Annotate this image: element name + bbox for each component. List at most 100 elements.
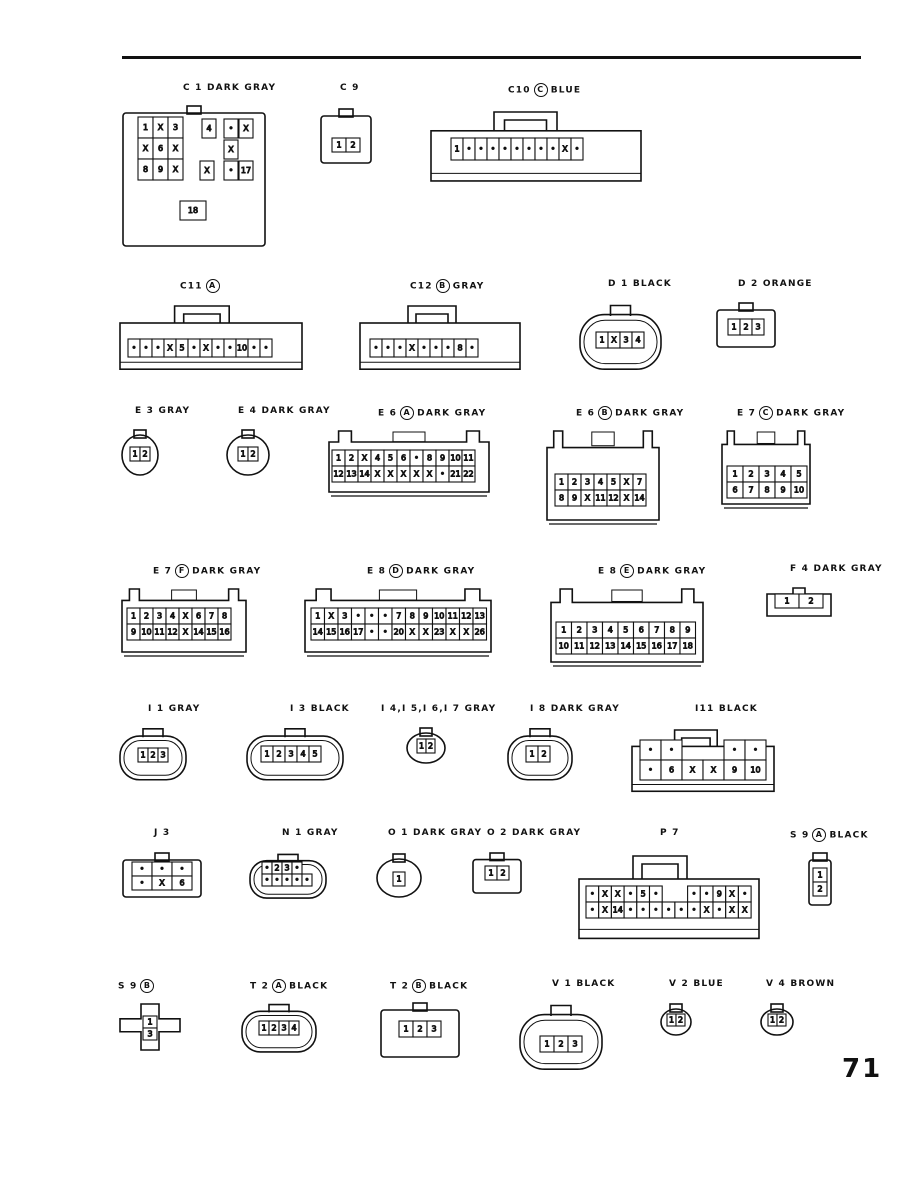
pin-label: • [374, 344, 379, 353]
pin-label: X [742, 906, 748, 915]
pin-label: 13 [605, 642, 615, 651]
pin-label: 9 [158, 165, 163, 174]
pin-label: 10 [141, 628, 151, 637]
pin-label: • [398, 344, 403, 353]
pin-label: X [711, 766, 717, 775]
top-rule [122, 56, 861, 59]
pin-label: • [285, 876, 290, 885]
pin-label: • [295, 864, 300, 873]
pin-label: 18 [683, 642, 693, 651]
pin-label: • [229, 124, 234, 133]
pin-label: X [624, 478, 630, 487]
pin-label: X [173, 144, 179, 153]
pin-label: X [562, 145, 568, 154]
pin-label: 2 [748, 470, 753, 479]
pin-label: 8 [670, 626, 675, 635]
pin-label: 5 [179, 344, 184, 353]
pin-label: 4 [608, 626, 613, 635]
pin-label: 9 [732, 766, 737, 775]
pin-label: 16 [652, 642, 662, 651]
connector-label-o2: O 2 DARK GRAY [487, 828, 581, 838]
connector-c12: •••X•••8• [359, 305, 521, 371]
pin-label: • [551, 145, 556, 154]
pin-label: 4 [598, 478, 603, 487]
pin-label: • [356, 612, 361, 621]
pin-label: X [410, 628, 416, 637]
pin-label: X [464, 628, 470, 637]
wire-color: DARK GRAY [417, 408, 487, 419]
wire-color: DARK GRAY [512, 828, 582, 838]
pin-label: 10 [794, 486, 804, 495]
pin-label: 3 [431, 1025, 436, 1034]
pin-label: X [159, 879, 165, 888]
pin-label: 26 [475, 628, 485, 637]
pin-label: 4 [635, 336, 640, 345]
pin-cell [790, 481, 808, 499]
pin-label: 16 [219, 628, 229, 637]
pin-label: 1 [529, 750, 534, 759]
pin-label: 3 [572, 1040, 577, 1049]
pin-label: • [140, 865, 145, 874]
pin-label: 15 [206, 628, 216, 637]
connector-label-i8: I 8 DARK GRAY [530, 704, 620, 714]
pin-cell [142, 1027, 158, 1041]
pin-label: 5 [623, 626, 628, 635]
pin-cell [392, 871, 406, 887]
pin-label: 2 [541, 750, 546, 759]
pin-label: 10 [450, 454, 460, 463]
pin-label: • [228, 344, 233, 353]
connector-c10: 1••••••••X• [430, 111, 642, 182]
page-number: 71 [842, 1054, 883, 1084]
pin-label: 3 [173, 123, 178, 132]
pin-label: • [386, 344, 391, 353]
pin-label: • [369, 612, 374, 621]
connector-code: N 1 [282, 828, 303, 838]
pin-label: 9 [780, 486, 785, 495]
pin-label: 21 [450, 470, 460, 479]
pin-label: 1 [599, 336, 604, 345]
connector-code: C 9 [340, 83, 360, 93]
connector-code: C12 [410, 281, 433, 292]
pin-label: 5 [312, 750, 317, 759]
pin-label: • [275, 876, 280, 885]
variant-circle: D [389, 564, 404, 578]
pin-label: 23 [434, 628, 444, 637]
wire-color: BLACK [829, 830, 869, 841]
pin-label: 3 [288, 750, 293, 759]
pin-cell [751, 318, 765, 336]
pin-cell [238, 118, 254, 139]
pin-label: • [679, 906, 684, 915]
pin-label: 6 [401, 454, 406, 463]
pin-label: • [440, 470, 445, 479]
connector-code: D 1 [608, 279, 629, 289]
pin-label: 2 [350, 141, 355, 150]
pin-label: X [401, 470, 407, 479]
wire-color: DARK GRAY [413, 828, 483, 838]
pin-label: 1 [131, 612, 136, 621]
pin-label: X [602, 906, 608, 915]
pin-label: 1 [419, 742, 424, 751]
pin-label: • [491, 145, 496, 154]
pin-label: • [265, 864, 270, 873]
pin-label: 13 [346, 470, 356, 479]
connector-code: I 8 [530, 704, 547, 714]
pin-label: • [648, 746, 653, 755]
pin-label: X [414, 470, 420, 479]
variant-circle: B [435, 279, 450, 293]
pin-label: 5 [796, 470, 801, 479]
pin-label: • [692, 906, 697, 915]
variant-circle: A [205, 279, 220, 293]
pin-label: 3 [623, 336, 628, 345]
connector-label-e3: E 3 GRAY [135, 406, 190, 416]
pin-label: 11 [463, 454, 473, 463]
pin-label: X [375, 470, 381, 479]
pin-label: 14 [359, 470, 369, 479]
pin-cell [679, 637, 697, 655]
pin-label: 7 [209, 612, 214, 621]
pin-cell [157, 747, 169, 763]
